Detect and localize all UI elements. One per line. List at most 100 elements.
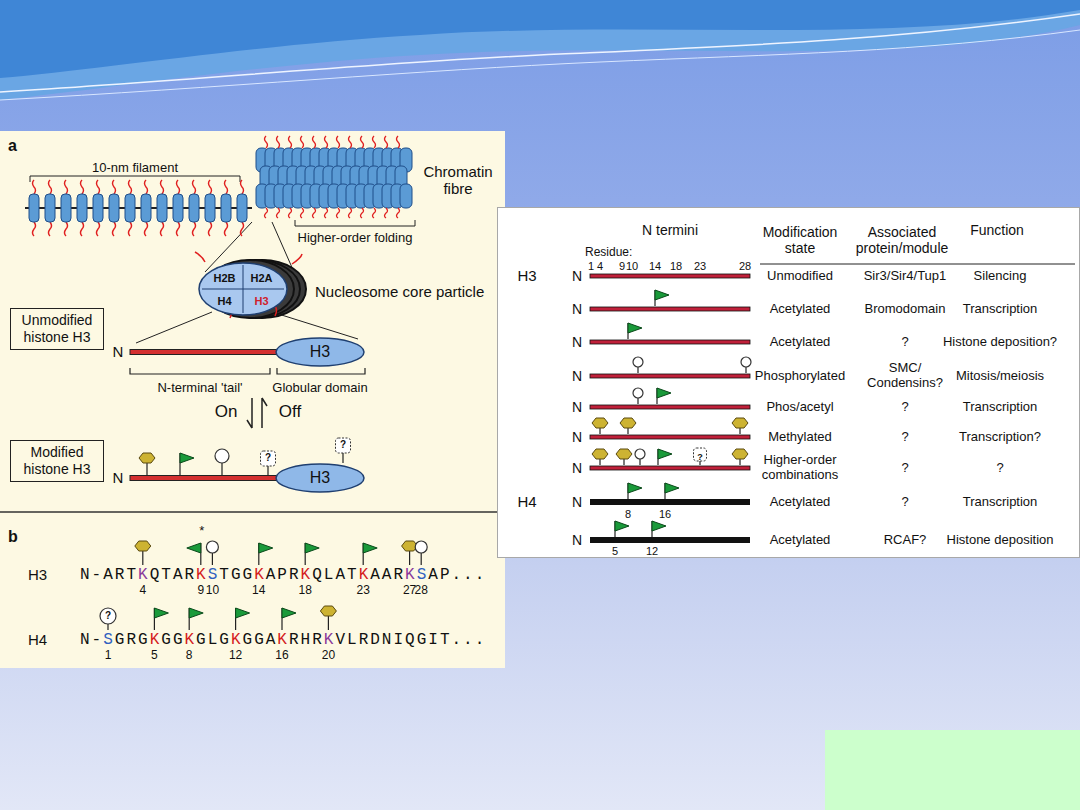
histone-tail	[325, 208, 328, 218]
column-header: Function	[970, 222, 1024, 238]
acetyl-flag	[615, 521, 629, 531]
acetyl-flag	[628, 323, 642, 333]
table-cell: SMC/ Condensins?	[857, 361, 953, 391]
table-cell: Bromodomain	[865, 302, 946, 317]
residue-letter: K	[301, 566, 313, 584]
residue-letter: T	[347, 566, 359, 584]
histone-tail	[325, 136, 328, 148]
acetyl-flag	[189, 608, 203, 618]
histone-tail-bar	[590, 274, 750, 278]
residue-number: 18	[299, 584, 312, 598]
table-cell: Transcription?	[959, 430, 1041, 445]
header-streak	[0, 14, 1080, 92]
residue-number: 18	[670, 260, 682, 273]
histone-tail	[337, 136, 340, 148]
equilibrium-arrow	[247, 398, 252, 428]
residue-letter: A	[266, 631, 278, 649]
histone-name: H3	[517, 267, 536, 284]
residue-letter: .	[475, 566, 487, 584]
histone-tail	[65, 222, 68, 236]
histone-tail	[289, 136, 292, 148]
node-text: Unmodified histone H3	[15, 312, 99, 346]
residue-letter: .	[475, 631, 487, 649]
residue-letter: R	[312, 631, 324, 649]
residue-number: 8	[625, 508, 631, 521]
methyl-hexagon	[620, 418, 636, 428]
stem	[107, 624, 108, 630]
label: Chromatin fibre	[416, 163, 500, 198]
residue-letter: K	[184, 631, 196, 649]
table-cell: Phosphorylated	[755, 369, 845, 384]
residue-number: 23	[694, 260, 706, 273]
residue-number: 27	[403, 584, 416, 598]
phospho-circle	[635, 449, 645, 459]
acetyl-flag	[658, 449, 672, 459]
histone-tail	[33, 180, 36, 194]
table-cell: Mitosis/meiosis	[956, 369, 1044, 384]
unknown-mark-text: ?	[340, 439, 346, 451]
core-ellipse	[198, 262, 288, 316]
histone-tail	[373, 136, 376, 148]
phospho-circle	[215, 449, 229, 463]
residue-letter: N	[80, 631, 92, 649]
histone-tail	[195, 252, 205, 262]
table-cell: Silencing	[974, 269, 1027, 284]
histone-tail	[385, 136, 388, 148]
phospho-circle	[100, 608, 116, 624]
table-cell: Acetylated	[770, 533, 831, 548]
acetyl-flag	[363, 543, 377, 553]
terminus-label: N	[572, 429, 582, 445]
residue-letter: S	[103, 631, 115, 649]
stem	[328, 616, 329, 630]
residue-letter: T	[440, 631, 452, 649]
residue-letter: P	[440, 566, 452, 584]
bracket	[130, 368, 365, 374]
histone-tail	[161, 222, 164, 236]
residue-letter: K	[150, 631, 162, 649]
histone-tail-bar	[590, 499, 750, 505]
acetyl-flag	[236, 608, 250, 618]
histone-tail-bar	[590, 405, 750, 409]
stem	[739, 459, 740, 465]
table-cell: Histone deposition?	[943, 335, 1057, 350]
stem	[267, 466, 268, 475]
residue-letter: Q	[312, 566, 324, 584]
histone-tail	[361, 136, 364, 148]
residue-letter: A	[428, 566, 440, 584]
acetyl-flag	[187, 543, 201, 553]
histone-tail	[65, 180, 68, 194]
stem	[637, 367, 638, 373]
residue-letter: S	[417, 566, 429, 584]
terminus-label: N	[572, 532, 582, 548]
residue-letter: R	[126, 631, 138, 649]
stem	[599, 459, 600, 465]
residue-letter: K	[138, 566, 150, 584]
residue-letter: K	[405, 566, 417, 584]
histone-tail	[161, 180, 164, 194]
nucleosome-disc	[93, 194, 103, 222]
histone-tail	[241, 180, 244, 194]
residue-number: 12	[646, 545, 658, 558]
residue-number: 9	[619, 260, 625, 273]
acetyl-flag	[652, 521, 666, 531]
histone-tail	[337, 208, 340, 218]
histone-tail	[313, 208, 316, 218]
methyl-hexagon	[320, 606, 336, 616]
unknown-mark-text: ?	[697, 452, 703, 462]
header-wave	[0, 0, 1080, 78]
green-box	[825, 730, 1080, 810]
table-cell: ?	[996, 461, 1003, 476]
node-text: Modified histone H3	[15, 444, 99, 478]
column-header: Associated protein/module	[846, 224, 958, 256]
acetyl-flag	[665, 483, 679, 493]
histone-tail	[113, 180, 116, 194]
residue-letter: A	[370, 566, 382, 584]
nucleosome-disc	[45, 194, 55, 222]
residue-letter: K	[277, 631, 289, 649]
table-cell: Transcription	[963, 400, 1038, 415]
quadrant-line	[202, 265, 284, 313]
terminus-label: N	[572, 368, 582, 384]
unknown-mark	[336, 438, 351, 453]
methyl-hexagon	[732, 418, 748, 428]
